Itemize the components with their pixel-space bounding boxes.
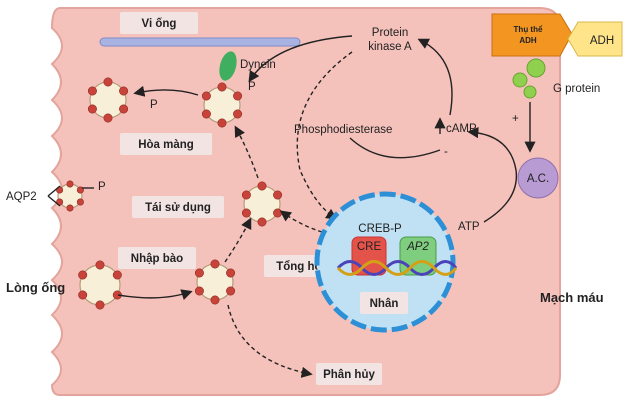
vesicle-recycling bbox=[241, 181, 283, 227]
vesicle-fusing bbox=[87, 77, 129, 123]
aqp2-channel-dot bbox=[112, 270, 122, 280]
aqp2-channel-dot bbox=[210, 295, 220, 305]
aqp2-channel-dot bbox=[217, 82, 227, 92]
arrow-degradation bbox=[227, 304, 313, 378]
aqp2-channel-dot bbox=[257, 181, 267, 191]
aqp2-channel-dot bbox=[273, 190, 283, 200]
aqp2-channel-dot bbox=[78, 270, 88, 280]
hoa-mang-label: Hòa màng bbox=[138, 139, 194, 151]
arrow-pka-to-dynein bbox=[248, 35, 353, 83]
g-protein-gamma bbox=[523, 85, 537, 99]
aqp2-channel-dot bbox=[194, 286, 204, 296]
adh-label: ADH bbox=[590, 35, 614, 47]
ac-label: A.C. bbox=[527, 173, 549, 185]
arrow-recycle-up bbox=[234, 125, 259, 179]
adh-hormone bbox=[567, 21, 623, 57]
dna-strand-1 bbox=[336, 260, 458, 276]
nhan-box bbox=[360, 292, 408, 314]
arrow-camp-to-pka bbox=[417, 38, 453, 116]
aqp2-channel-dot bbox=[95, 300, 105, 310]
g-protein-beta bbox=[512, 72, 528, 88]
camp-label: cAMP bbox=[446, 123, 477, 135]
aqp2-label: AQP2 bbox=[6, 191, 37, 203]
arrow-synthesis bbox=[279, 210, 323, 233]
adenylate-cyclase bbox=[517, 157, 559, 199]
vesicle-membrane-aqp2 bbox=[56, 180, 84, 212]
receptor-label-line2: ADH bbox=[519, 36, 537, 45]
aqp2-channel-dot bbox=[76, 186, 84, 194]
creb-p-label: CREB-P bbox=[358, 223, 402, 235]
aqp2-channel-dot bbox=[194, 268, 204, 278]
aqp2-channel-dot bbox=[233, 109, 243, 119]
adh-receptor bbox=[491, 13, 573, 57]
aqp2-channel-dot bbox=[95, 260, 105, 270]
microtubule bbox=[99, 37, 301, 47]
vi-ong-box bbox=[120, 12, 198, 34]
hoa-mang-box bbox=[120, 133, 212, 155]
aqp2-channel-dot bbox=[210, 259, 220, 269]
g-protein-alpha bbox=[526, 58, 546, 78]
mach-mau-label: Mạch máu bbox=[540, 290, 604, 305]
tai-su-dung-label: Tái sử dụng bbox=[145, 202, 211, 214]
minus-label: - bbox=[444, 146, 448, 158]
arrow-pka-to-nucleus bbox=[296, 51, 353, 220]
arrow-to-fusion bbox=[133, 85, 199, 97]
arrow-atp-to-camp bbox=[467, 127, 518, 223]
plus-label: + bbox=[512, 113, 519, 125]
cre-label: CRE bbox=[357, 241, 382, 253]
arrow-endocytosis bbox=[117, 289, 193, 300]
aqp2-channel-dot bbox=[201, 91, 211, 101]
dna-strand-2 bbox=[336, 260, 458, 276]
aqp2-channel-dot bbox=[217, 118, 227, 128]
aqp2-channel-dot bbox=[201, 109, 211, 119]
p-label-2: P bbox=[248, 81, 256, 93]
phosphodiesterase-label: Phosphodiesterase bbox=[294, 124, 392, 136]
nhap-bao-box bbox=[118, 247, 196, 269]
aqp2-channel-dot bbox=[87, 104, 97, 114]
aqp2-channel-dot bbox=[66, 204, 74, 212]
g-protein-label: G protein bbox=[553, 83, 600, 95]
aqp2-channel-dot bbox=[273, 208, 283, 218]
aqp2-channel-dot bbox=[241, 190, 251, 200]
vesicle-endocytic-pit bbox=[78, 260, 122, 310]
aqp2-channel-dot bbox=[241, 208, 251, 218]
long-ong-label: Lòng ống bbox=[6, 280, 65, 295]
ap2-label: AP2 bbox=[406, 241, 429, 253]
aqp2-channel-dot bbox=[103, 77, 113, 87]
phan-huy-label: Phân hủy bbox=[323, 369, 375, 381]
aqp2-channel-dot bbox=[78, 290, 88, 300]
p-label-3: P bbox=[98, 181, 106, 193]
atp-label: ATP bbox=[458, 221, 480, 233]
p-label-1: P bbox=[150, 99, 158, 111]
aqp2-channel-dot bbox=[226, 286, 236, 296]
dynein-motor bbox=[219, 51, 237, 81]
aqp2-fork bbox=[47, 185, 61, 207]
epithelial-cell bbox=[50, 7, 561, 396]
aqp2-channel-dot bbox=[66, 180, 74, 188]
arrow-recycle bbox=[224, 217, 252, 263]
aqp2-channel-dot bbox=[87, 86, 97, 96]
aqp2-channel-dot bbox=[76, 198, 84, 206]
aqp2-channel-dot bbox=[257, 217, 267, 227]
aqp2-channel-dot bbox=[103, 113, 113, 123]
phan-huy-box bbox=[316, 363, 382, 385]
aqp2-channel-dot bbox=[226, 268, 236, 278]
phosphodiesterase-arc bbox=[349, 137, 441, 159]
vesicle-docked bbox=[201, 82, 243, 128]
vi-ong-label: Vi ống bbox=[142, 18, 177, 30]
vesicle-endocytosed bbox=[194, 259, 236, 305]
nhan-label: Nhân bbox=[370, 298, 399, 310]
aqp2-channel-dot bbox=[119, 104, 129, 114]
pka-label-line1: Protein bbox=[372, 27, 408, 39]
nhap-bao-label: Nhập bào bbox=[131, 253, 183, 265]
tai-su-dung-box bbox=[132, 196, 224, 218]
receptor-label-line1: Thụ thể bbox=[514, 25, 543, 34]
pka-label-line2: kinase A bbox=[368, 41, 412, 53]
aqp2-channel-dot bbox=[119, 86, 129, 96]
aqp2-channel-dot bbox=[233, 91, 243, 101]
